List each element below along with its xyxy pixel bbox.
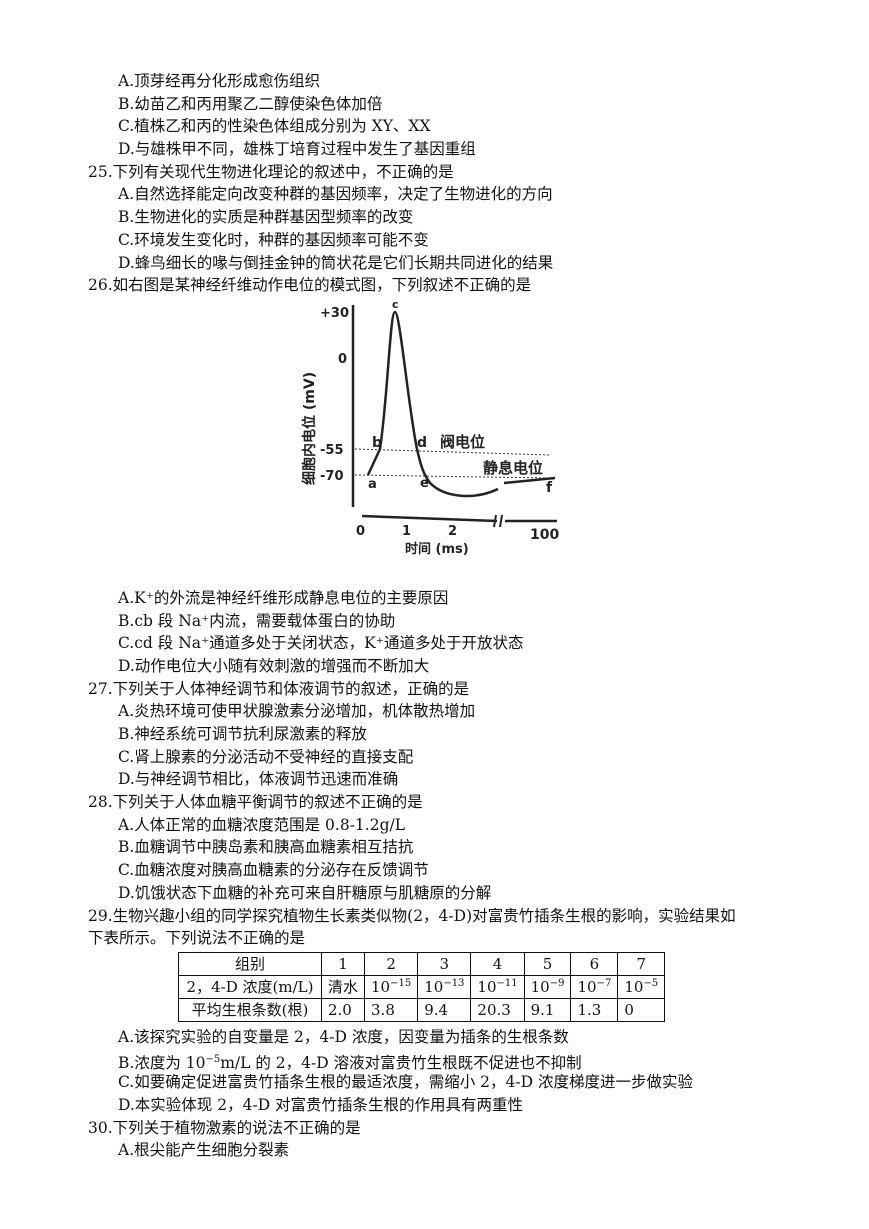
table-cell: 3 bbox=[417, 951, 472, 976]
q29-stem-line2: 下表所示。下列说法不正确的是 bbox=[88, 929, 306, 948]
table-cell: 5 bbox=[523, 951, 572, 976]
point-b: b bbox=[372, 435, 382, 451]
resting-line bbox=[354, 474, 551, 479]
x-axis-label: 时间 (ms) bbox=[405, 541, 469, 557]
q30-option-a: A.根尖能产生细胞分裂素 bbox=[118, 1141, 290, 1160]
q25-stem: 25.下列有关现代生物进化理论的叙述中，不正确的是 bbox=[88, 162, 454, 181]
table-cell: 10−5 bbox=[617, 974, 666, 999]
q26-option-d: D.动作电位大小随有效刺激的增强而不断加大 bbox=[118, 656, 430, 675]
exponent: −13 bbox=[443, 977, 465, 989]
ytick-0: 0 bbox=[338, 352, 347, 367]
q27-option-b: B.神经系统可调节抗利尿激素的释放 bbox=[118, 725, 367, 743]
table-cell: 10−9 bbox=[523, 974, 572, 999]
q25-option-d: D.蜂鸟细长的喙与倒挂金钟的筒状花是它们长期共同进化的结果 bbox=[118, 253, 554, 272]
q25-option-c: C.环境发生变化时，种群的基因频率可能不变 bbox=[118, 230, 429, 249]
table-row-roots: 平均生根条数(根) 2.0 3.8 9.4 20.3 9.1 1.3 0 bbox=[178, 997, 666, 1022]
exponent: −9 bbox=[549, 977, 565, 989]
potential-curve bbox=[366, 310, 556, 498]
table-cell: 1 bbox=[320, 951, 366, 976]
base: 10 bbox=[477, 977, 497, 996]
q29-stem-line1: 29.生物兴趣小组的同学探究植物生长素类似物(2，4-D)对富贵竹插条生根的影响… bbox=[88, 906, 736, 925]
q26-option-c: C.cd 段 Na⁺通道多处于关闭状态，K⁺通道多处于开放状态 bbox=[118, 634, 524, 653]
q28-option-a: A.人体正常的血糖浓度范围是 0.8-1.2g/L bbox=[118, 815, 406, 834]
option-b-post: m/L 的 2，4-D 溶液对富贵竹生根既不促进也不抑制 bbox=[220, 1053, 582, 1072]
q28-stem: 28.下列关于人体血糖平衡调节的叙述不正确的是 bbox=[88, 793, 423, 812]
point-d: d bbox=[417, 435, 427, 451]
q27-stem: 27.下列关于人体神经调节和体液调节的叙述，正确的是 bbox=[88, 679, 470, 698]
q28-option-c: C.血糖浓度对胰高血糖素的分泌存在反馈调节 bbox=[118, 861, 429, 880]
option-b-exp: −5 bbox=[205, 1053, 221, 1065]
table-cell: 2 bbox=[364, 951, 419, 976]
table-cell: 10−11 bbox=[470, 974, 525, 999]
q29-option-a: A.该探究实验的自变量是 2，4-D 浓度，因变量为插条的生根条数 bbox=[118, 1027, 569, 1046]
q24-option-d: D.与雄株甲不同，雄株丁培育过程中发生了基因重组 bbox=[118, 140, 476, 159]
table-cell: 1.3 bbox=[570, 997, 619, 1022]
threshold-line bbox=[354, 448, 551, 456]
base: 10 bbox=[624, 977, 644, 996]
table-header-row: 组别 1 2 3 4 5 6 7 bbox=[178, 951, 666, 976]
resting-label: 静息电位 bbox=[483, 459, 543, 477]
q28-option-d: D.饥饿状态下血糖的补充可来自肝糖原与肌糖原的分解 bbox=[118, 883, 492, 902]
exponent: −11 bbox=[496, 977, 518, 989]
q27-option-c: C.肾上腺素的分泌活动不受神经的直接支配 bbox=[118, 747, 414, 766]
q25-option-b: B.生物进化的实质是种群基因型频率的改变 bbox=[118, 208, 414, 227]
q26-stem: 26.如右图是某神经纤维动作电位的模式图，下列叙述不正确的是 bbox=[88, 276, 532, 295]
x-axis bbox=[361, 514, 557, 523]
xtick-100: 100 bbox=[530, 527, 559, 543]
point-a: a bbox=[368, 477, 377, 492]
table-cell: 4 bbox=[470, 951, 525, 976]
q24-option-c: C.植株乙和丙的性染色体组成分别为 XY、XX bbox=[118, 117, 431, 136]
base: 10 bbox=[371, 977, 391, 996]
q29-option-d: D.本实验体现 2，4-D 对富贵竹插条生根的作用具有两重性 bbox=[118, 1095, 524, 1114]
q27-option-a: A.炎热环境可使甲状腺激素分泌增加，机体散热增加 bbox=[118, 702, 476, 721]
q29-option-b: B.浓度为 10−5m/L 的 2，4-D 溶液对富贵竹生根既不促进也不抑制 bbox=[88, 1049, 808, 1072]
axis-break bbox=[493, 514, 503, 528]
ytick-70: -70 bbox=[320, 469, 344, 484]
base: 10 bbox=[530, 977, 550, 996]
point-f: f bbox=[546, 480, 553, 496]
xtick-2: 2 bbox=[448, 524, 457, 539]
option-b-pre: B.浓度为 10 bbox=[118, 1053, 206, 1072]
q24-option-b: B.幼苗乙和丙用聚乙二醇使染色体加倍 bbox=[118, 94, 383, 113]
table-cell: 3.8 bbox=[364, 997, 419, 1022]
q28-option-b: B.血糖调节中胰岛素和胰高血糖素相互拮抗 bbox=[118, 838, 414, 857]
q30-stem: 30.下列关于植物激素的说法不正确的是 bbox=[88, 1118, 361, 1137]
xtick-1: 1 bbox=[402, 524, 411, 539]
table-cell: 组别 bbox=[178, 951, 322, 976]
action-potential-figure: +30 0 -55 -70 细胞内电位 (mV) c a b d e f 阀电位… bbox=[88, 297, 808, 587]
q26-option-a: A.K⁺的外流是神经纤维形成静息电位的主要原因 bbox=[118, 588, 449, 607]
threshold-label: 阀电位 bbox=[440, 433, 485, 451]
q29-results-table: 组别 1 2 3 4 5 6 7 2，4-D 浓度(m/L) 清水 10−15 … bbox=[178, 951, 666, 1022]
ytick-55: -55 bbox=[320, 443, 344, 458]
ytick-30: +30 bbox=[320, 306, 349, 321]
q25-option-a: A.自然选择能定向改变种群的基因频率，决定了生物进化的方向 bbox=[118, 185, 553, 204]
table-cell: 20.3 bbox=[470, 997, 525, 1022]
base: 10 bbox=[424, 977, 444, 996]
base: 10 bbox=[577, 977, 597, 996]
table-cell: 10−7 bbox=[570, 974, 619, 999]
table-cell: 清水 bbox=[320, 974, 366, 999]
table-cell: 9.4 bbox=[417, 997, 472, 1022]
q27-option-d: D.与神经调节相比，体液调节迅速而准确 bbox=[118, 770, 399, 789]
point-c: c bbox=[392, 298, 399, 311]
table-cell: 2，4-D 浓度(m/L) bbox=[178, 974, 322, 999]
table-row-concentration: 2，4-D 浓度(m/L) 清水 10−15 10−13 10−11 10−9 … bbox=[178, 974, 666, 999]
exponent: −5 bbox=[643, 977, 659, 989]
table-cell: 9.1 bbox=[523, 997, 572, 1022]
table-cell: 平均生根条数(根) bbox=[178, 997, 322, 1022]
point-e: e bbox=[420, 476, 429, 491]
table-cell: 7 bbox=[617, 951, 666, 976]
table-cell: 0 bbox=[617, 997, 666, 1022]
table-cell: 2.0 bbox=[320, 997, 366, 1022]
q24-option-a: A.顶芽经再分化形成愈伤组织 bbox=[118, 72, 321, 90]
table-cell: 6 bbox=[570, 951, 619, 976]
table-cell: 10−15 bbox=[364, 974, 419, 999]
xtick-0: 0 bbox=[356, 524, 365, 539]
table-cell: 10−13 bbox=[417, 974, 472, 999]
q29-option-c: C.如要确定促进富贵竹插条生根的最适浓度，需缩小 2，4-D 浓度梯度进一步做实… bbox=[118, 1073, 693, 1092]
q26-option-b: B.cb 段 Na⁺内流，需要载体蛋白的协助 bbox=[118, 611, 396, 630]
exponent: −7 bbox=[596, 977, 612, 989]
y-axis-label: 细胞内电位 (mV) bbox=[301, 372, 318, 485]
exponent: −15 bbox=[390, 977, 412, 989]
